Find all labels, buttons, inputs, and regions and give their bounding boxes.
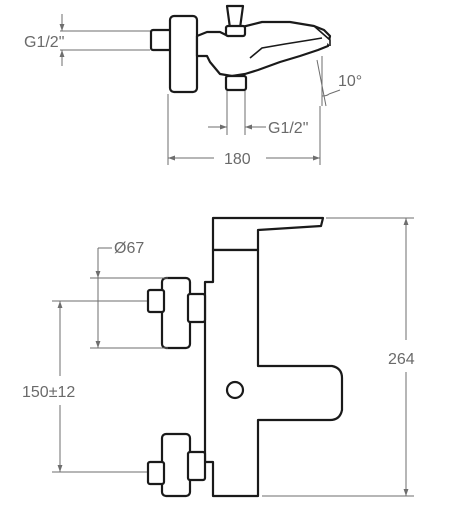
front-lower-stub [146, 460, 166, 486]
dim-inlet-spacing: 150±12 [22, 384, 75, 401]
top-flange [168, 14, 199, 94]
top-spout-inner [249, 37, 323, 59]
front-diverter-knob [225, 380, 245, 400]
front-upper-stub [146, 288, 166, 314]
front-lever [211, 216, 325, 252]
top-outlet [224, 74, 248, 92]
front-dimensions: Ø67 150±12 264 [22, 217, 415, 497]
top-view [149, 4, 332, 94]
top-spout-tip [313, 25, 331, 46]
dim-outlet-thread: G1/2" [268, 120, 308, 137]
front-lower-flange [160, 432, 192, 498]
top-handle-base [224, 24, 247, 38]
front-upper-flange [160, 276, 192, 350]
dim-spout-angle: 10° [338, 73, 362, 90]
top-inlet-stub [149, 28, 173, 52]
front-upper-nut [186, 292, 207, 324]
dim-inlet-thread: G1/2" [24, 34, 64, 51]
front-body [203, 248, 344, 498]
dim-overall-height: 264 [388, 351, 415, 368]
top-handle [225, 4, 245, 30]
top-dimensions: G1/2" 10° G1/2" 180 [24, 14, 362, 168]
dim-eccentric-diameter: Ø67 [114, 240, 144, 257]
front-view [146, 216, 344, 498]
dim-overall-width: 180 [224, 151, 251, 168]
front-lower-nut [186, 450, 207, 482]
